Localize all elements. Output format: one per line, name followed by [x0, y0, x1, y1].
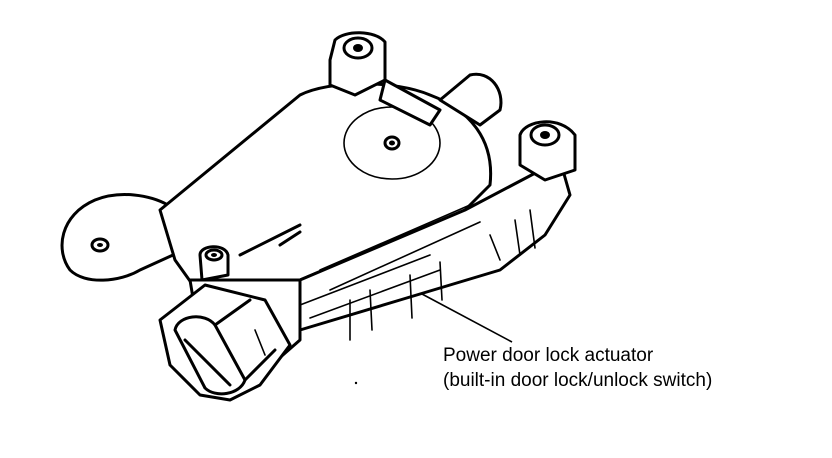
callout-line-2: (built-in door lock/unlock switch) — [443, 370, 713, 391]
callout-leader-line — [421, 293, 513, 343]
electrical-connector — [158, 283, 292, 402]
mount-boss-top — [328, 31, 442, 127]
callout-line-1: Power door lock actuator — [443, 345, 654, 366]
lever-arm — [438, 72, 503, 127]
actuator-callout-label: Power door lock actuator (built-in door … — [443, 343, 712, 393]
mount-boss-small — [198, 245, 230, 282]
mount-boss-right — [518, 120, 577, 182]
